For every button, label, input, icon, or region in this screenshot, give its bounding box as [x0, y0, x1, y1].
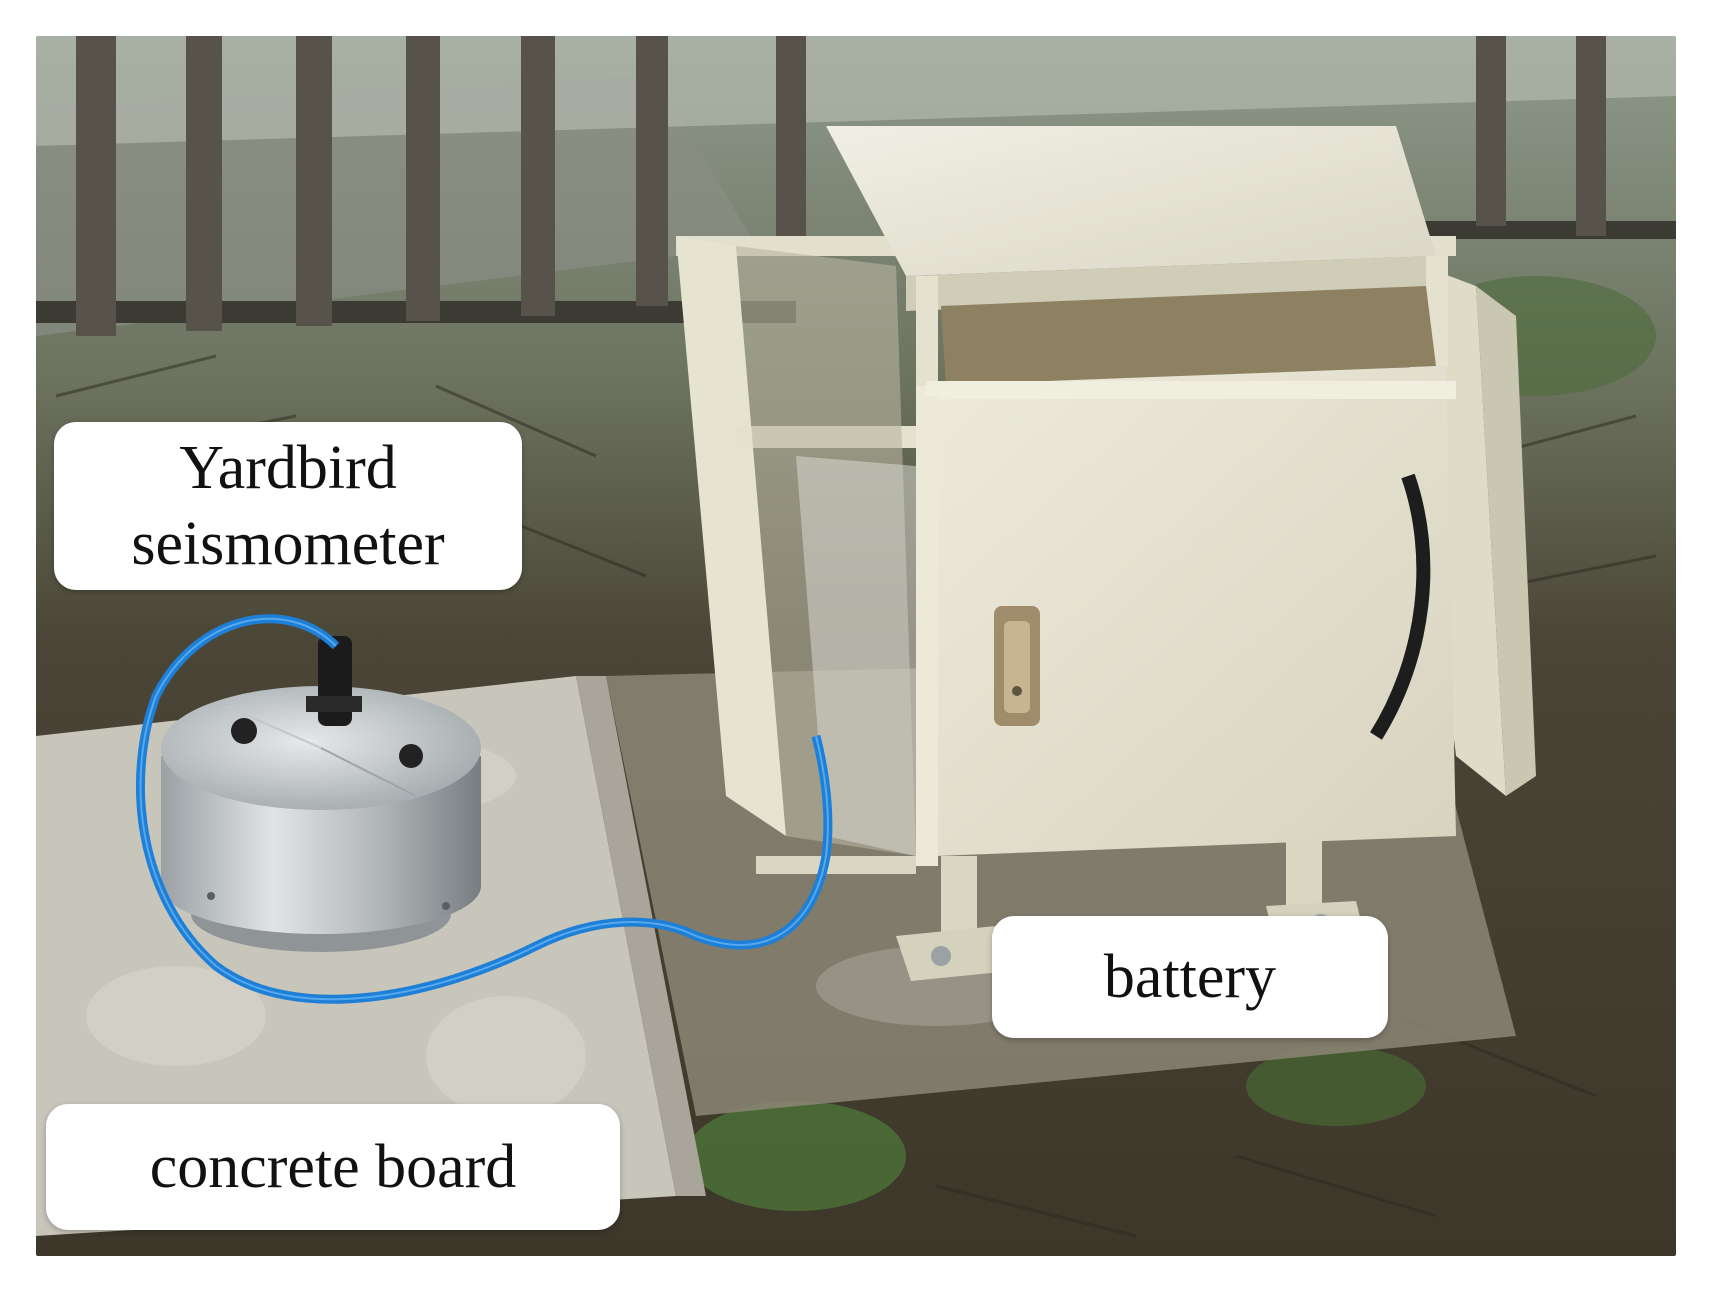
battery-label: battery — [992, 916, 1388, 1038]
photo-scene — [36, 36, 1676, 1256]
seismometer-device — [161, 636, 481, 952]
weed-right — [1246, 1046, 1426, 1126]
concrete-board-label: concrete board — [46, 1104, 620, 1230]
fence — [76, 36, 1606, 336]
concrete-board-label-text: concrete board — [149, 1133, 517, 1201]
seismometer-label: Yardbird seismometer — [54, 422, 522, 590]
concrete-edge — [576, 676, 706, 1196]
sky-light — [36, 36, 1676, 146]
blue-cable-highlight — [139, 617, 829, 1001]
seismometer-label-line1: Yardbird — [179, 434, 397, 502]
field-photo — [36, 36, 1676, 1256]
battery-label-text: battery — [1103, 943, 1277, 1011]
seismometer-label-line2: seismometer — [131, 510, 445, 578]
battery-enclosure — [676, 126, 1536, 981]
weed — [686, 1101, 906, 1211]
